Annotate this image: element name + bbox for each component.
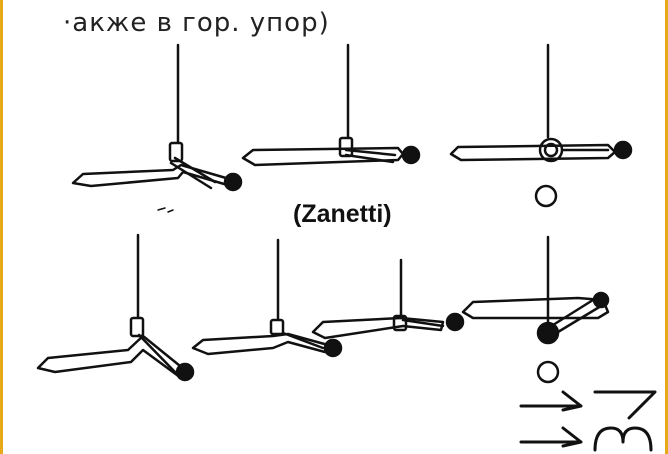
gymnast-sequence-drawing [3,0,668,454]
arrow-symbol-2 [521,428,581,446]
pose-7 [463,237,608,382]
pose-2 [243,45,419,165]
pose-5 [193,240,341,356]
circle-symbol-1 [536,186,556,206]
pose-3 [451,45,631,206]
m-symbol [595,428,651,450]
angle-symbol [595,392,655,418]
notation-arrows [521,392,655,450]
circle-symbol-2 [538,362,558,382]
pose-6 [313,260,463,338]
pose-4 [38,235,193,380]
pose-1 [73,45,241,212]
arrow-symbol-1 [521,392,581,410]
